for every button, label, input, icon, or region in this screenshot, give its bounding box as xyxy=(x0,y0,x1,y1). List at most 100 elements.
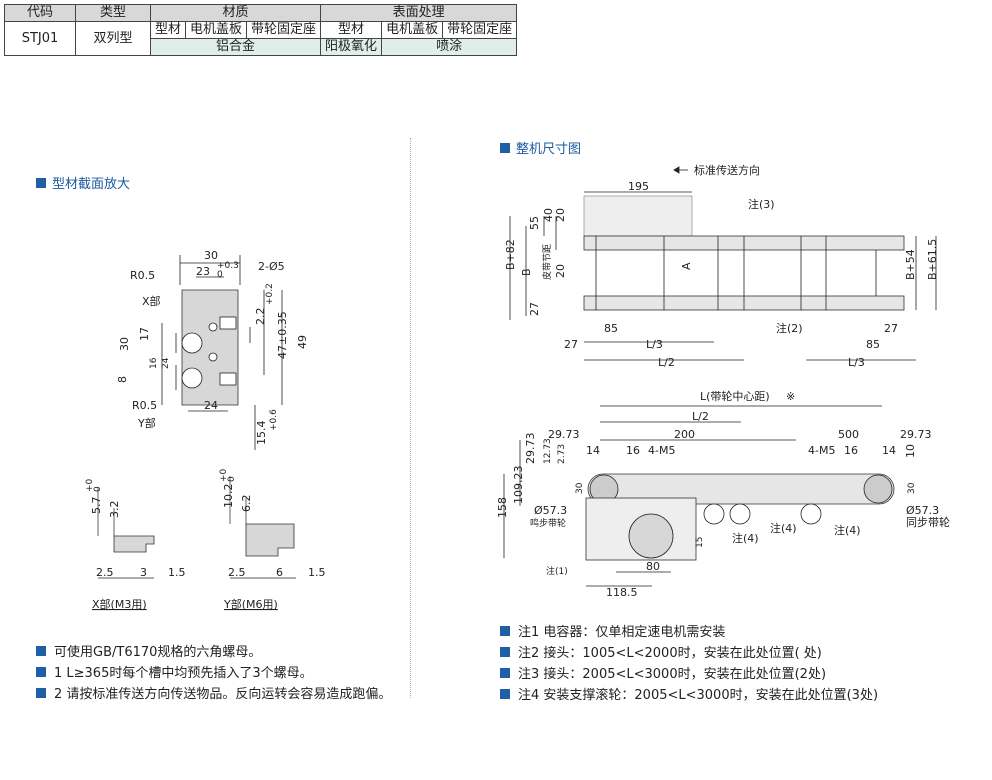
note-4-label: 注(4) xyxy=(834,523,861,537)
note-3-label: 注(3) xyxy=(748,197,775,211)
dim-label: R0.5 xyxy=(130,269,155,282)
spec-table: 代码 类型 材质 表面处理 STJ01 双列型 型材 电机盖板 带轮固定座 型材… xyxy=(4,4,518,56)
header-code: 代码 xyxy=(4,4,76,22)
note-4-label: 注(4) xyxy=(732,531,759,545)
square-bullet-icon xyxy=(500,142,510,153)
dim-label: 0 xyxy=(227,476,237,482)
dim-label: 29.73 xyxy=(524,433,537,465)
note-1-label: 注(1) xyxy=(546,565,568,577)
right-note: 注2 接头：1005<L<2000时，安装在此处位置( 处) xyxy=(500,642,822,661)
dim-label: 30 xyxy=(575,482,585,494)
l-center-distance-label: L(带轮中心距) xyxy=(700,389,770,403)
left-note: 可使用GB/T6170规格的六角螺母。 xyxy=(36,641,261,660)
dim-label: 1.5 xyxy=(168,566,186,579)
left-note: 2 请按标准传送方向传送物品。反向运转会容易造成跑偏。 xyxy=(36,683,391,702)
dim-label: 2.73 xyxy=(557,444,567,464)
dim-label: 29.73 xyxy=(900,428,932,441)
sub-header: 电机盖板 xyxy=(185,21,248,39)
dim-label: 6 xyxy=(276,566,283,579)
detail-x-caption: X部(M3用) xyxy=(92,597,147,611)
dim-label: 0 xyxy=(217,270,223,280)
side-view-drawing: L(带轮中心距) ※ L/2 29.73 200 500 29.73 14 16… xyxy=(496,389,950,599)
dim-label: 12.73 xyxy=(543,438,553,464)
note-4-label: 注(4) xyxy=(770,521,797,535)
dim-label: B+54 xyxy=(904,249,917,280)
square-bullet-icon xyxy=(500,646,510,657)
dim-label: L/3 xyxy=(646,338,663,351)
square-bullet-icon xyxy=(500,688,510,699)
dim-label: 29.73 xyxy=(548,428,580,441)
dim-label: 500 xyxy=(838,428,859,441)
dim-label: 6.2 xyxy=(240,495,253,513)
spray-value: 喷涂 xyxy=(381,38,518,56)
type-value: 双列型 xyxy=(75,21,151,56)
dim-label: 49 xyxy=(296,335,309,349)
dim-label: 16 xyxy=(149,357,159,369)
dim-label: 85 xyxy=(866,338,880,351)
dim-label: 24 xyxy=(204,399,218,412)
dim-label: 14 xyxy=(586,444,600,457)
dim-label: 118.5 xyxy=(606,586,638,599)
dim-label: 16 xyxy=(626,444,640,457)
profile-section-title: 型材截面放大 xyxy=(36,173,130,192)
header-material: 材质 xyxy=(149,4,322,22)
right-note: 注1 电容器：仅单相定速电机需安装 xyxy=(500,621,725,640)
dim-label: L/2 xyxy=(658,356,675,369)
dim-label: +0.2 xyxy=(265,283,275,305)
anodize-value: 阳极氧化 xyxy=(320,38,383,56)
detail-y-caption: Y部(M6用) xyxy=(223,597,278,611)
dim-label: 1.5 xyxy=(308,566,326,579)
square-bullet-icon xyxy=(500,667,510,678)
dim-label: 80 xyxy=(646,560,660,573)
dim-label: 109.23 xyxy=(512,466,525,505)
dim-label: 4-M5 xyxy=(648,444,675,457)
reference-mark: ※ xyxy=(786,390,795,403)
dim-label: 2.2 xyxy=(254,308,267,326)
dim-label: 16 xyxy=(844,444,858,457)
dim-label: 17 xyxy=(138,327,151,341)
dim-label: 5.7 xyxy=(90,497,103,515)
dim-label: L/2 xyxy=(692,410,709,423)
note-2-label: 注(2) xyxy=(776,321,803,335)
material-value: 铝合金 xyxy=(149,38,322,56)
square-bullet-icon xyxy=(36,687,46,698)
dim-label: 27 xyxy=(564,338,578,351)
dim-label: 55 xyxy=(528,216,541,230)
dim-label: 15.4 xyxy=(255,421,268,446)
dim-label: B+61.5 xyxy=(926,239,939,280)
header-surface: 表面处理 xyxy=(320,4,518,22)
divider xyxy=(410,138,411,698)
header-type: 类型 xyxy=(75,4,151,22)
dim-label: L/3 xyxy=(848,356,865,369)
dim-label: 3 xyxy=(140,566,147,579)
dim-label: 0 xyxy=(93,486,103,492)
dim-label: 85 xyxy=(604,322,618,335)
dim-label: 27 xyxy=(528,302,541,316)
profile-cross-section: 30 23 +0.3 0 2-Ø5 R0.5 X部 30 17 16 24 8 … xyxy=(116,249,309,450)
right-note: 注4 安装支撑滚轮：2005<L<3000时，安装在此处位置(3处) xyxy=(500,684,878,703)
dim-label: 15 xyxy=(695,537,705,548)
dim-label: 30 xyxy=(204,249,218,262)
right-note: 注3 接头：2005<L<3000时，安装在此处位置(2处) xyxy=(500,663,826,682)
left-note: 1 L≥365时每个槽中均预先插入了3个螺母。 xyxy=(36,662,313,681)
dim-label: 23 xyxy=(196,265,210,278)
dim-label: 8 xyxy=(116,376,129,383)
dim-label: 4-M5 xyxy=(808,444,835,457)
sub-header: 带轮固定座 xyxy=(442,21,518,39)
square-bullet-icon xyxy=(36,645,46,656)
dim-label: 3.2 xyxy=(108,501,121,519)
sync-pulley-label: 同步带轮 xyxy=(906,515,950,529)
code-value: STJ01 xyxy=(4,21,76,56)
belt-pitch-label: 皮带节距 xyxy=(541,244,553,280)
dim-label: +0.3 xyxy=(217,261,239,271)
sub-header: 带轮固定座 xyxy=(246,21,322,39)
dim-label: 47±0.35 xyxy=(276,311,289,359)
dim-label: R0.5 xyxy=(132,399,157,412)
dim-label: 2.5 xyxy=(228,566,246,579)
square-bullet-icon xyxy=(36,666,46,677)
dim-label: 14 xyxy=(882,444,896,457)
dim-label: 10.2 xyxy=(222,484,235,509)
dim-label: Ø57.3 xyxy=(534,504,567,517)
dim-label: 195 xyxy=(628,180,649,193)
dim-label: B+82 xyxy=(504,239,517,270)
